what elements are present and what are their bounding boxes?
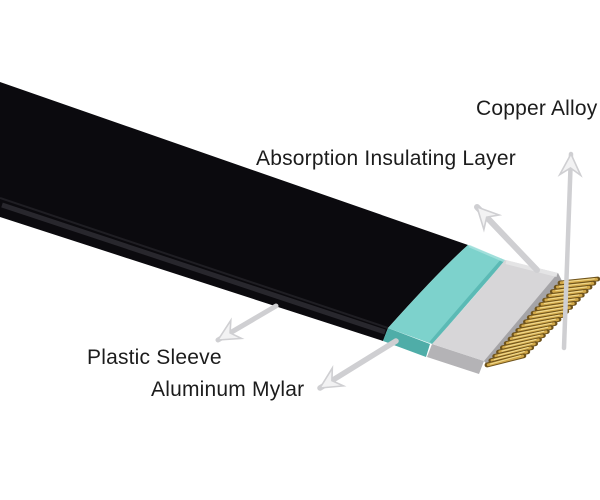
- insulator-band: [388, 245, 505, 344]
- label-plastic-sleeve: Plastic Sleeve: [87, 346, 222, 369]
- label-absorption-insulating-layer: Absorption Insulating Layer: [256, 147, 516, 170]
- mylar-band-side-face: [427, 344, 484, 374]
- connector-pin: [543, 298, 576, 305]
- insulator-band-top-highlight: [468, 244, 505, 263]
- connector-pin: [536, 306, 568, 313]
- insulator-band-shadow-edge: [429, 258, 505, 345]
- connector-pin: [532, 310, 564, 318]
- aluminum-mylar-arrow: [317, 338, 399, 391]
- connector-pin: [516, 326, 549, 335]
- connector-pin: [493, 351, 525, 361]
- mylar-band-end-edge: [484, 273, 562, 366]
- absorption-layer-arrow: [474, 204, 540, 273]
- connector-pin: [513, 330, 545, 339]
- callout-arrows: [215, 151, 583, 391]
- plastic-sleeve-arrow: [215, 303, 279, 343]
- label-aluminum-mylar: Aluminum Mylar: [151, 378, 305, 401]
- plastic-sleeve-body: [0, 82, 468, 341]
- mylar-band: [432, 260, 562, 366]
- connector-pin: [555, 286, 588, 292]
- copper-alloy-arrow: [557, 151, 583, 351]
- insulator-band-side-face: [383, 328, 430, 357]
- connector-pin: [509, 334, 541, 343]
- connector-pin: [501, 342, 533, 352]
- label-copper-alloy: Copper Alloy: [476, 97, 598, 120]
- connector-pin: [524, 318, 557, 326]
- connector-pin: [555, 281, 595, 289]
- connector-pin: [489, 355, 521, 365]
- sleeve-side-highlight: [1, 202, 386, 335]
- connector-pin: [505, 338, 537, 348]
- connector-pin: [520, 322, 553, 331]
- connector-pin: [528, 314, 560, 322]
- connector-pin: [497, 346, 529, 356]
- sleeve-edge-crease: [0, 197, 389, 329]
- connector-pin: [547, 294, 580, 300]
